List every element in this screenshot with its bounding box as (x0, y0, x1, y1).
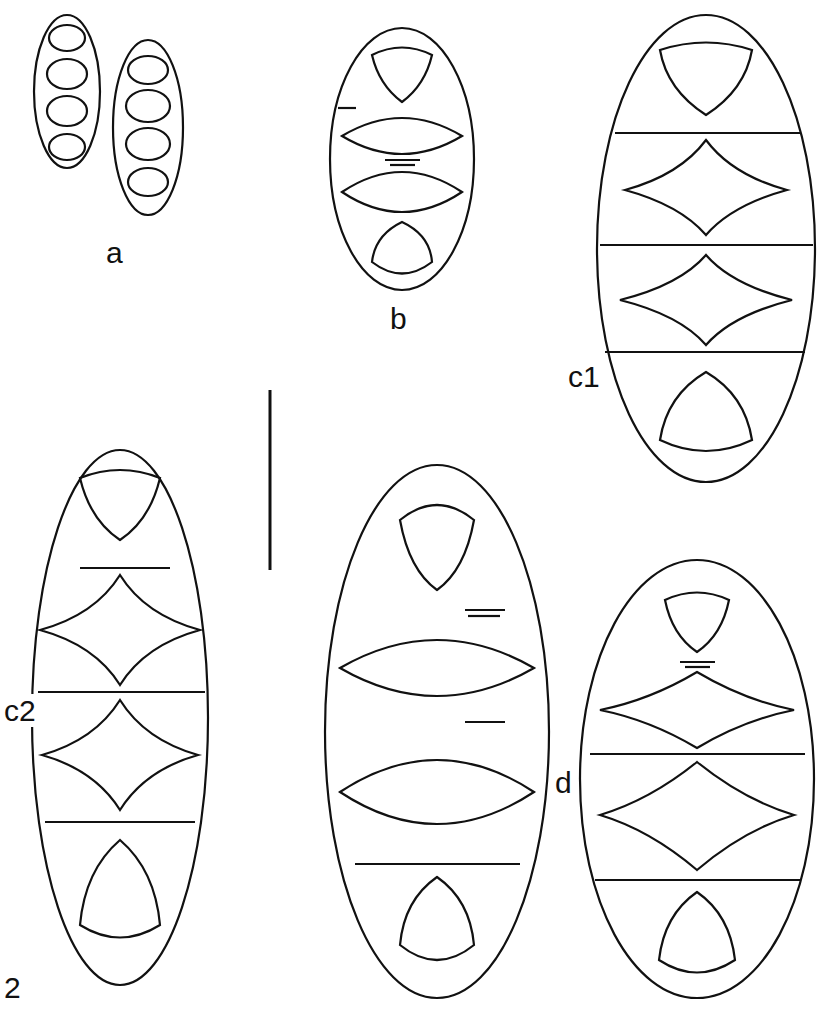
figure-label: b (388, 302, 409, 335)
figure-label: c2 (2, 694, 38, 727)
figure-label: c1 (566, 360, 602, 393)
scale-bar (269, 390, 272, 570)
figure-label: 2 (2, 971, 23, 1004)
figure-label: d (553, 766, 574, 799)
figure-label: a (104, 236, 125, 269)
